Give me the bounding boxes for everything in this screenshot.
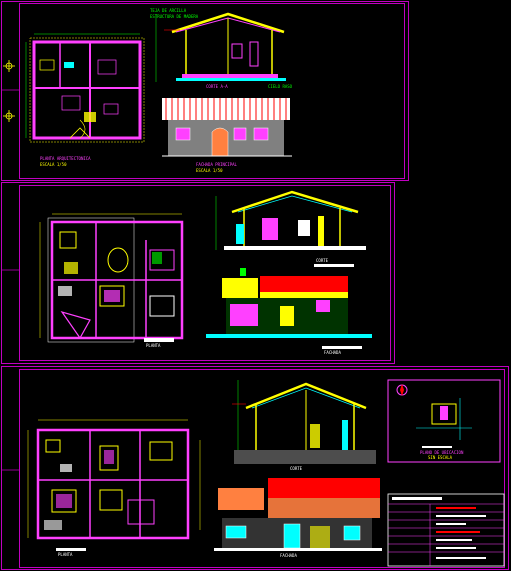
sheet-1-inner [19,3,405,179]
sheet-2-frame [1,182,395,364]
sheet1-section-note-2: ESTRUCTURA DE MADERA [150,14,199,19]
sheet-2-inner [19,185,391,361]
sheet3-section [232,380,376,464]
sheet2-section-title: CORTE [316,258,329,263]
sheet1-section-note-3: CIELO RASO [268,84,293,89]
sheet3-elevation [214,478,382,551]
sheet3-location-plan [387,379,501,463]
sheet1-section-note-1: TEJA DE ARCILLA [150,8,187,13]
sheet2-floor-plan [39,213,184,343]
sheet3-location-title: PLANO DE UBICACION [420,450,464,455]
sheet3-location-scale: SIN ESCALA [428,455,453,460]
margin-marks [1,89,19,471]
sheet3-plan-title: PLANTA [58,552,73,557]
sheet2-section [215,190,366,267]
sheet1-elevation-title: FACHADA PRINCIPAL [196,162,237,167]
sheet1-plan-title: PLANTA ARQUITECTONICA [40,156,91,161]
sheet1-section-title: CORTE A-A [206,84,228,89]
sheet3-title-block [387,493,505,567]
sheet2-elevation [206,268,372,349]
sheet1-elevation-scale: ESCALA 1/50 [196,168,223,173]
sheet3-elevation-title: FACHADA [280,553,297,558]
sheet2-plan-title: PLANTA [146,343,161,348]
crosshair-icons [3,60,15,122]
sheet3-floor-plan [27,419,201,551]
sheet-3-inner [19,369,505,568]
sheet1-floor-plan [25,33,145,143]
sheet-1-frame [1,1,409,181]
sheet-3-frame [1,366,509,570]
sheet1-section [155,12,286,82]
sheet3-section-title: CORTE [290,466,303,471]
sheet2-elevation-title: FACHADA [324,350,341,355]
sheet1-elevation [162,98,292,157]
sheet1-plan-scale: ESCALA 1/50 [40,162,67,167]
